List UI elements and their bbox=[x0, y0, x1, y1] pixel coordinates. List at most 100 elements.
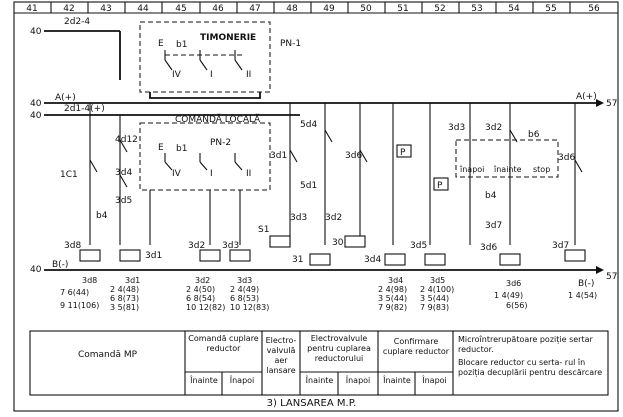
contact-breaks bbox=[89, 129, 583, 188]
col-45: 45 bbox=[175, 4, 186, 14]
pn1-bus bbox=[149, 92, 261, 99]
ct-3d4-row1: 2 4(98) bbox=[378, 285, 407, 294]
microswitch-stop: stop bbox=[533, 165, 550, 174]
pn2-iv-label: IV bbox=[172, 169, 182, 179]
pressure-switch-1-label: P bbox=[400, 148, 406, 158]
label-3d5: 3d5 bbox=[115, 196, 132, 206]
legend-cuplare-inapoi: Înapoi bbox=[229, 376, 255, 385]
legend-valve-inapoi: Înapoi bbox=[345, 376, 371, 385]
ct-3d6-row1: 1 4(49) bbox=[494, 291, 523, 300]
col-54: 54 bbox=[508, 4, 520, 14]
pn1-i-label: I bbox=[210, 70, 213, 80]
col-53: 53 bbox=[471, 4, 482, 14]
ct-3d7-row1: 1 4(54) bbox=[568, 291, 597, 300]
a-plus-right-label: A(+) bbox=[576, 92, 597, 102]
label-3d5-coil: 3d5 bbox=[410, 241, 427, 251]
rail-40-label-2: 40 bbox=[30, 99, 42, 109]
rail-40-label-3: 40 bbox=[30, 111, 42, 121]
coil-3d4 bbox=[384, 253, 406, 266]
pressure-switch-2-label: P bbox=[437, 181, 443, 191]
rail-b-arrow bbox=[596, 266, 604, 274]
legend-comanda-cuplare: Comandă cuplare reductor bbox=[188, 334, 259, 353]
ct-3d6-row2: 6(56) bbox=[506, 301, 528, 310]
pn2-b1-label: b1 bbox=[176, 144, 187, 154]
label-3d7: 3d7 bbox=[485, 221, 502, 231]
ct-3d2-row1: 2 4(50) bbox=[186, 285, 215, 294]
legend-electrovalvula-aer: Electro- valvulă aer lansare bbox=[265, 336, 297, 375]
legend-microintrerupatoare: Microîntrerupătoare poziție sertar reduc… bbox=[458, 335, 593, 354]
ct-3d5-row1: 2 4(100) bbox=[420, 285, 454, 294]
col-56: 56 bbox=[588, 4, 600, 14]
comanda-locala-panel bbox=[139, 122, 271, 191]
coils bbox=[79, 235, 586, 266]
col-52: 52 bbox=[434, 4, 445, 14]
pressure-switch-1 bbox=[396, 144, 412, 158]
rail-40-label-4: 40 bbox=[30, 265, 42, 275]
pn1-e-label: E bbox=[158, 39, 164, 49]
rail-a-arrow bbox=[596, 99, 604, 107]
microswitch-inainte: înainte bbox=[493, 165, 522, 174]
ct-3d1-row3: 3 5(81) bbox=[110, 303, 139, 312]
ct-3d2-row2: 6 8(54) bbox=[186, 294, 215, 303]
coil-3d6 bbox=[499, 253, 521, 266]
pn1-label: PN-1 bbox=[280, 39, 301, 49]
label-3d3-top: 3d3 bbox=[448, 123, 465, 133]
pn1-b1-label: b1 bbox=[176, 40, 187, 50]
label-b4: b4 bbox=[96, 211, 108, 221]
pn1-ii-label: II bbox=[246, 70, 251, 80]
col-55: 55 bbox=[545, 4, 556, 14]
legend-comanda-mp: Comandă MP bbox=[77, 350, 138, 360]
ct-3d1-name: 3d1 bbox=[125, 276, 140, 285]
label-b6: b6 bbox=[528, 130, 540, 140]
rail-57-bottom: 57 bbox=[606, 272, 617, 282]
coil-3d1 bbox=[119, 249, 141, 262]
label-3d1: 3d1 bbox=[145, 251, 162, 261]
label-3d2-right: 3d2 bbox=[325, 213, 342, 223]
col-48: 48 bbox=[286, 4, 298, 14]
wire-2d1-4-label: 2d1-4(+) bbox=[64, 104, 105, 114]
label-3d3-right: 3d3 bbox=[290, 213, 307, 223]
ct-3d3-row3: 10 12(83) bbox=[230, 303, 269, 312]
label-3d3: 3d3 bbox=[222, 241, 239, 251]
label-s1: S1 bbox=[258, 225, 269, 235]
column-dividers bbox=[50, 2, 571, 13]
b-minus-left-label: B(-) bbox=[52, 260, 68, 270]
col-42: 42 bbox=[63, 4, 74, 14]
col-44: 44 bbox=[137, 4, 149, 14]
outer-frame bbox=[13, 1, 619, 412]
ct-3d8-row2: 9 11(106) bbox=[60, 301, 99, 310]
label-3d8: 3d8 bbox=[64, 241, 81, 251]
ct-3d6-name: 3d6 bbox=[506, 279, 521, 288]
ct-3d2-row3: 10 12(82) bbox=[186, 303, 225, 312]
ct-3d4-row2: 3 5(44) bbox=[378, 294, 407, 303]
label-3d4-coil: 3d4 bbox=[364, 255, 381, 265]
col-43: 43 bbox=[100, 4, 111, 14]
legend-blocare: Blocare reductor cu serta- rul în poziți… bbox=[458, 358, 603, 377]
column-numbers: 41 42 43 44 45 46 47 48 49 50 51 52 53 5… bbox=[26, 4, 600, 14]
timonerie-label: TIMONERIE bbox=[200, 33, 256, 43]
pn1-switches bbox=[164, 50, 245, 71]
label-30: 30 bbox=[332, 238, 344, 248]
microswitch-panel bbox=[455, 139, 559, 178]
page-title: 3) LANSAREA M.P. bbox=[266, 398, 357, 409]
col-41: 41 bbox=[26, 4, 37, 14]
col-50: 50 bbox=[360, 4, 372, 14]
label-3d6: 3d6 bbox=[345, 151, 362, 161]
label-3d6-coil: 3d6 bbox=[480, 243, 497, 253]
ct-3d5-row2: 3 5(44) bbox=[420, 294, 449, 303]
col-51: 51 bbox=[397, 4, 408, 14]
pn2-label: PN-2 bbox=[210, 138, 231, 148]
label-4d12: 4d12 bbox=[115, 135, 138, 145]
ct-3d4-row3: 7 9(82) bbox=[378, 303, 407, 312]
rail-57-top: 57 bbox=[606, 99, 617, 109]
ct-3d5-row3: 7 9(83) bbox=[420, 303, 449, 312]
pn2-switches bbox=[164, 153, 243, 171]
coil-3d5 bbox=[424, 253, 446, 266]
coil-3d3 bbox=[229, 249, 251, 262]
legend-confirm-inapoi: Înapoi bbox=[422, 376, 447, 385]
b-minus-right-label: B(-) bbox=[578, 279, 594, 289]
pressure-switch-2 bbox=[433, 177, 449, 191]
coil-3d2 bbox=[199, 249, 221, 262]
col-47: 47 bbox=[249, 4, 260, 14]
